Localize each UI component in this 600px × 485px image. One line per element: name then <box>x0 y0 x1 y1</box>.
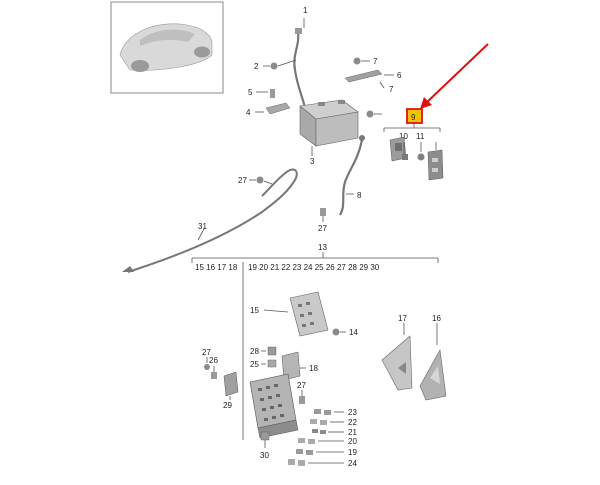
fuse-box-part-15 <box>263 291 329 337</box>
label-26: 26 <box>209 356 218 365</box>
fuse-part-21 <box>312 429 344 434</box>
group-bracket-9 <box>383 123 441 132</box>
cable-part-8 <box>339 135 365 216</box>
cover-part-17 <box>381 323 413 391</box>
label-27-b: 27 <box>318 224 327 233</box>
header-row-left: 15 16 17 18 <box>195 263 238 272</box>
label-30: 30 <box>260 451 269 460</box>
car-thumbnail <box>110 1 224 94</box>
connector-part-30 <box>260 431 270 448</box>
label-11: 11 <box>416 132 425 141</box>
cable-part-31 <box>122 168 298 273</box>
label-18: 18 <box>309 364 318 373</box>
bolt-part-5 <box>256 89 275 98</box>
label-3: 3 <box>310 157 315 166</box>
cable-part-1 <box>293 18 307 109</box>
sensor-part <box>427 142 444 181</box>
nut-icon <box>204 364 210 370</box>
label-8: 8 <box>357 191 362 200</box>
label-2: 2 <box>254 62 259 71</box>
clip-part-25 <box>261 359 277 368</box>
clip-icon <box>211 372 217 379</box>
label-28: 28 <box>250 347 259 356</box>
label-10: 10 <box>399 132 408 141</box>
bracket-part-4 <box>255 102 291 115</box>
nut-part-7 <box>353 57 370 65</box>
label-15: 15 <box>250 306 259 315</box>
label-1: 1 <box>303 6 308 15</box>
nut-part-27-lower <box>299 390 305 404</box>
label-7b: 7 <box>389 85 394 94</box>
header-row-right: 19 20 21 22 23 24 25 26 27 28 29 30 <box>248 263 380 272</box>
fuse-part-22 <box>310 419 344 425</box>
label-27-c: 27 <box>297 381 306 390</box>
nut-part-27-middle <box>320 208 326 222</box>
strap-part-6 <box>344 69 394 89</box>
label-27-a: 27 <box>238 176 247 185</box>
label-7: 7 <box>373 57 378 66</box>
fuse-part-20 <box>298 438 344 444</box>
relay-part-28 <box>261 346 277 356</box>
label-22: 22 <box>348 418 357 427</box>
label-23: 23 <box>348 408 357 417</box>
connector-part-18 <box>281 351 306 381</box>
label-9: 9 <box>411 113 416 122</box>
nut-part-27-upper <box>249 176 273 185</box>
distribution-block <box>249 373 299 439</box>
label-31: 31 <box>198 222 207 231</box>
nut-part-14 <box>332 328 346 336</box>
nut-part-11 <box>417 142 425 161</box>
label-5: 5 <box>248 88 253 97</box>
fuse-part-23 <box>314 409 344 415</box>
fuse-part-24 <box>288 459 344 466</box>
label-6: 6 <box>397 71 402 80</box>
terminal-part-10 <box>389 136 408 162</box>
label-19: 19 <box>348 448 357 457</box>
group-bracket-13 <box>191 252 439 440</box>
label-13: 13 <box>318 243 327 252</box>
label-4: 4 <box>246 108 251 117</box>
label-14: 14 <box>349 328 358 337</box>
label-17: 17 <box>398 314 407 323</box>
nut-icon <box>366 110 374 118</box>
connector-part-29 <box>223 371 239 400</box>
label-20: 20 <box>348 437 357 446</box>
fuse-part-19 <box>296 449 344 455</box>
label-16: 16 <box>432 314 441 323</box>
cover-part-16 <box>419 323 447 401</box>
label-29: 29 <box>223 401 232 410</box>
label-21: 21 <box>348 428 357 437</box>
battery-part-3 <box>299 99 359 156</box>
label-24: 24 <box>348 459 357 468</box>
part-9-highlight[interactable] <box>406 108 423 124</box>
nut-part-2 <box>263 59 297 70</box>
label-25: 25 <box>250 360 259 369</box>
label-27-d: 27 <box>202 348 211 357</box>
red-arrow-icon <box>420 43 489 109</box>
